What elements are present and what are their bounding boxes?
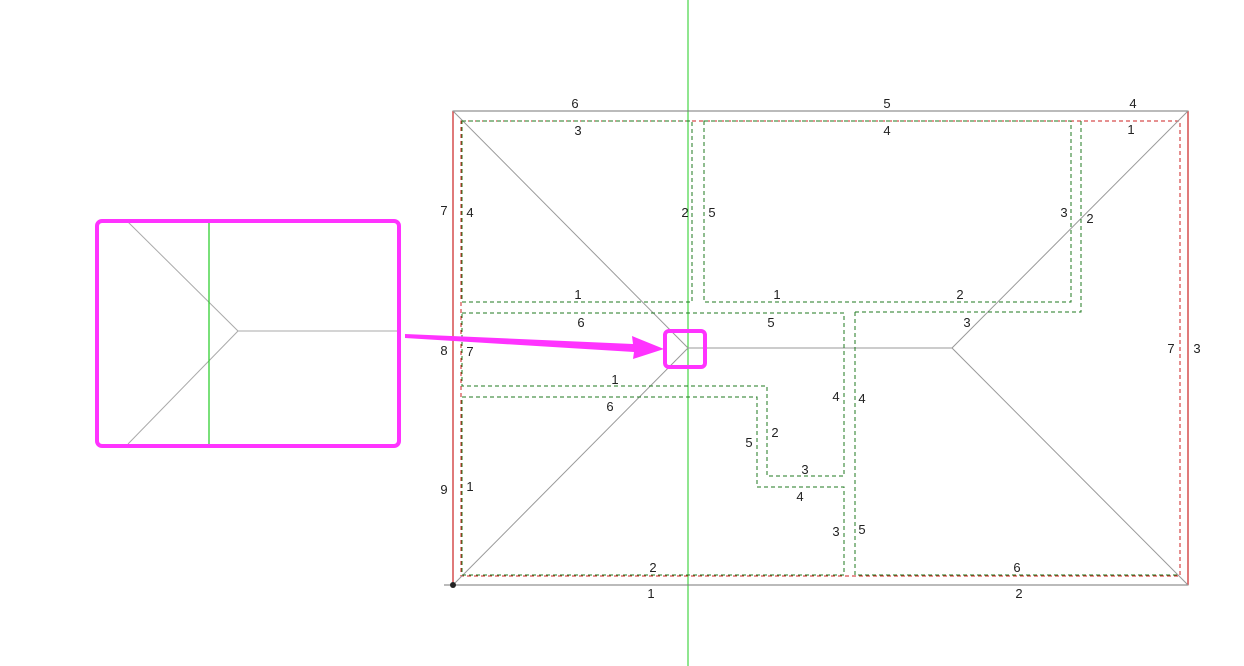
right-edge-label: 3 xyxy=(1193,341,1200,356)
zoom-inset-background xyxy=(97,221,399,446)
region-b-labels: 5 4 3 1 2 xyxy=(708,123,1067,302)
region-d-label: 5 xyxy=(767,315,774,330)
region-d-label: 7 xyxy=(466,344,473,359)
top-edge-label: 6 xyxy=(571,96,578,111)
region-e-labels: 6 2 3 5 4 3 2 1 xyxy=(466,399,839,575)
edge-labels: 6 5 4 1 2 7 8 9 3 xyxy=(440,96,1200,601)
region-b-label: 2 xyxy=(956,287,963,302)
region-e-label: 3 xyxy=(832,524,839,539)
region-f-label: 7 xyxy=(1167,341,1174,356)
left-edge-label: 7 xyxy=(440,203,447,218)
inset-hip-line xyxy=(127,221,239,332)
junction-highlight-box[interactable] xyxy=(663,329,707,369)
region-f-labels: 3 4 5 6 7 xyxy=(858,315,1174,575)
region-a-label: 2 xyxy=(681,205,688,220)
region-b-label: 3 xyxy=(1060,205,1067,220)
zoom-inset-callout[interactable] xyxy=(95,219,401,448)
region-d-outline xyxy=(461,312,845,477)
origin-point-icon[interactable] xyxy=(450,582,456,588)
region-e-label: 4 xyxy=(796,489,803,504)
region-a-label: 1 xyxy=(574,287,581,302)
region-b-label: 4 xyxy=(883,123,890,138)
region-b-outline xyxy=(703,120,1072,303)
hip-lines xyxy=(452,110,1189,586)
region-f-label: 6 xyxy=(1013,560,1020,575)
region-b-label: 1 xyxy=(773,287,780,302)
zoom-inset-frame xyxy=(95,219,401,448)
region-c-label: 1 xyxy=(1127,122,1134,137)
region-e-outline xyxy=(461,396,845,576)
left-edge-label: 8 xyxy=(440,343,447,358)
region-c-labels: 1 2 xyxy=(1086,122,1134,226)
region-b-label: 5 xyxy=(708,205,715,220)
top-edge-label: 5 xyxy=(883,96,890,111)
callout-arrow-icon xyxy=(405,334,664,359)
region-d-label: 4 xyxy=(832,389,839,404)
region-e-label: 5 xyxy=(745,435,752,450)
region-d-label: 6 xyxy=(577,315,584,330)
region-f-label: 3 xyxy=(963,315,970,330)
top-edge-label: 4 xyxy=(1129,96,1136,111)
region-c-label: 2 xyxy=(1086,211,1093,226)
region-a-label: 4 xyxy=(466,205,473,220)
red-dashed-offset xyxy=(460,120,1181,577)
region-a-outline xyxy=(461,120,693,303)
region-e-label: 6 xyxy=(606,399,613,414)
region-e-label: 3 xyxy=(801,462,808,477)
region-f-label: 5 xyxy=(858,522,865,537)
region-e-label: 2 xyxy=(771,425,778,440)
inset-hip-line xyxy=(127,330,239,445)
region-f-outline xyxy=(854,312,1180,576)
left-edge-label: 9 xyxy=(440,482,447,497)
region-a-labels: 3 4 2 1 xyxy=(466,123,688,302)
region-d-label: 1 xyxy=(611,372,618,387)
region-a-label: 3 xyxy=(574,123,581,138)
green-dashed-regions xyxy=(461,120,1180,576)
region-d-labels: 6 5 4 7 1 xyxy=(466,315,839,404)
bottom-edge-label: 2 xyxy=(1015,586,1022,601)
region-c-outline xyxy=(855,121,1082,313)
region-e-label: 2 xyxy=(649,560,656,575)
region-e-label: 1 xyxy=(466,479,473,494)
region-f-label: 4 xyxy=(858,391,865,406)
bottom-edge-label: 1 xyxy=(647,586,654,601)
